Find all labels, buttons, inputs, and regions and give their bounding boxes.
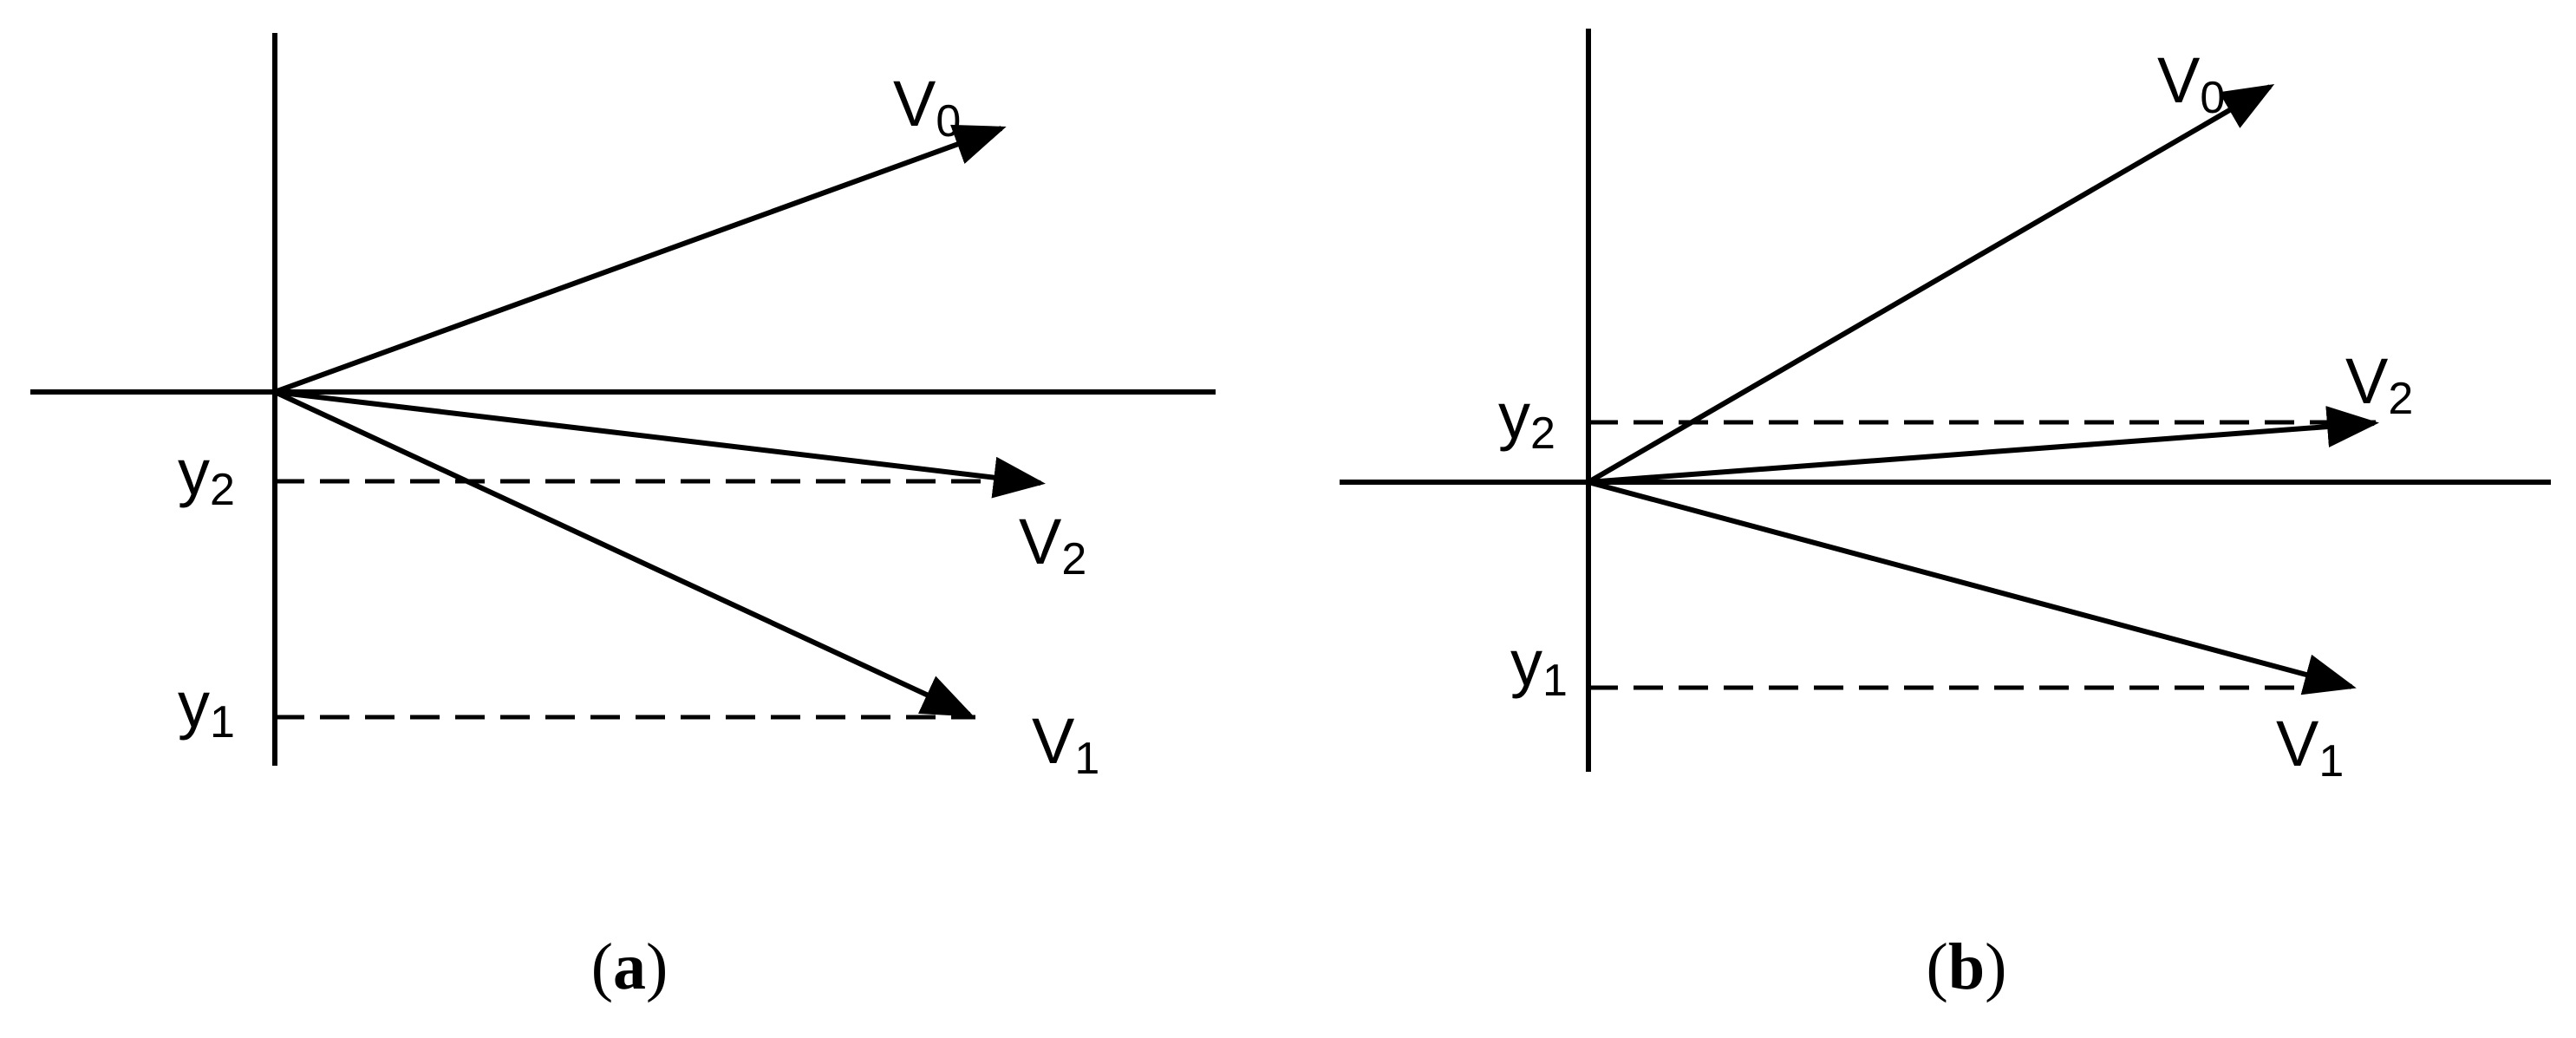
panel-a-vector-v0 — [273, 124, 1007, 395]
panel-b: V0 V2 V1 y2 y1 (b) — [1340, 29, 2551, 1003]
panel-b-y1-label: y1 — [1510, 627, 1568, 706]
panel-a-vector-v1 — [273, 389, 975, 717]
panel-a-v0-label: V0 — [893, 68, 961, 147]
panel-b-y2-label: y2 — [1498, 380, 1555, 459]
panel-a-y1-label: y1 — [178, 669, 235, 747]
panel-a-y2-label: y2 — [178, 436, 235, 515]
panel-a-vector-v2 — [274, 389, 1046, 499]
panel-b-vector-v1 — [1588, 480, 2357, 695]
panel-b-caption: (b) — [1927, 930, 2007, 1003]
panel-b-vector-v0 — [1587, 83, 2275, 485]
panel-a: V0 V2 V1 y2 y1 (a) — [30, 33, 1216, 1003]
panel-b-v2-label: V2 — [2345, 345, 2413, 424]
panel-b-v0-label: V0 — [2157, 44, 2225, 123]
panel-b-vector-v2 — [1588, 406, 2379, 485]
panel-a-v1-label: V1 — [1032, 705, 1099, 784]
panel-a-caption: (a) — [591, 930, 668, 1003]
panel-b-v1-label: V1 — [2276, 708, 2344, 787]
panel-a-v2-label: V2 — [1019, 506, 1086, 584]
